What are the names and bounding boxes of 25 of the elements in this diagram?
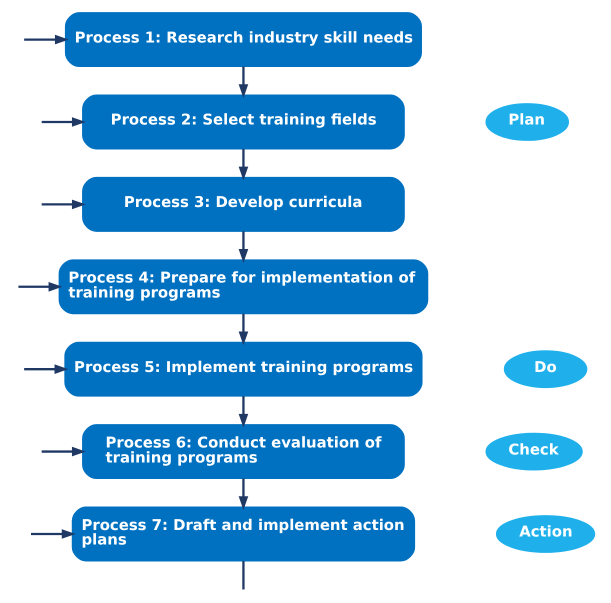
arrow (238, 478, 248, 510)
arrow (238, 148, 248, 180)
arrow (238, 396, 248, 428)
arrow (18, 282, 62, 292)
node-ellipse: Check (484, 432, 582, 470)
node-box: Process 4: Prepare for implementation of training programs (58, 259, 428, 314)
node-ellipse: Action (495, 515, 595, 553)
arrow (238, 66, 248, 98)
arrow (238, 231, 248, 263)
arrow (238, 314, 248, 346)
node-box: Process 1: Research industry skill needs (64, 12, 422, 68)
node-box: Process 7: Draft and implement action plans (71, 506, 415, 562)
connector (242, 561, 244, 590)
arrow (41, 200, 86, 210)
arrow (41, 117, 86, 127)
arrow (24, 34, 68, 44)
arrow (30, 529, 76, 539)
node-ellipse: Plan (484, 103, 569, 141)
node-box: Process 3: Develop curricula (82, 176, 404, 232)
node-box: Process 6: Conduct evaluation of training programs (82, 424, 404, 480)
arrow (41, 446, 86, 456)
arrow (24, 364, 68, 374)
node-ellipse: Do (503, 350, 587, 388)
node-box: Process 2: Select training fields (82, 94, 404, 150)
node-box: Process 5: Implement training programs (64, 342, 422, 397)
